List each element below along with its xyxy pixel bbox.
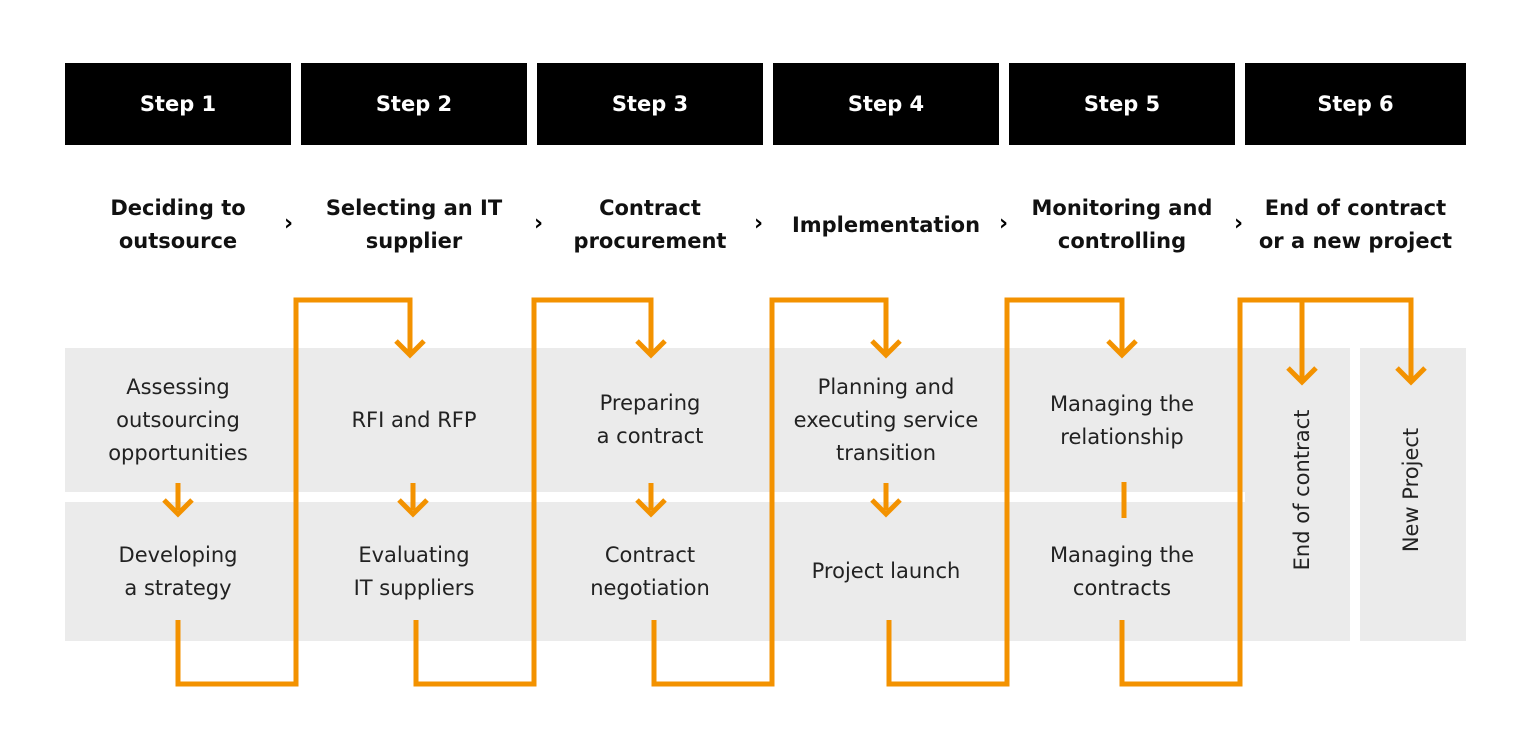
tasks-panel-bottom [65, 502, 1350, 641]
arrow-down-icon [1395, 366, 1427, 386]
flow-connector-1-2 [175, 297, 413, 687]
step-4-task-bottom: Project launch [811, 559, 961, 583]
step-5-header: Step 5 [1009, 63, 1235, 145]
flow-connector-2-3 [413, 297, 654, 687]
arrow-down-icon [1286, 366, 1318, 386]
step-3-header: Step 3 [537, 63, 763, 145]
chevron-right-icon: › [284, 211, 294, 236]
chevron-right-icon: › [534, 211, 544, 236]
arrow-down-icon [1106, 339, 1138, 359]
flow-connector-5-6 [1119, 297, 1414, 687]
chevron-right-icon: › [754, 211, 764, 236]
arrow-down-icon [635, 498, 667, 518]
step-6-new-panel [1360, 348, 1466, 641]
arrow-down-icon [870, 339, 902, 359]
flow-connector-3-4 [651, 297, 889, 687]
step-2-header: Step 2 [301, 63, 527, 145]
arrow-down-icon [397, 498, 429, 518]
step-4-header: Step 4 [773, 63, 999, 145]
tasks-panel-top [65, 348, 1350, 492]
chevron-right-icon: › [1234, 211, 1244, 236]
arrow-down-icon [162, 498, 194, 518]
step-1-header: Step 1 [65, 63, 291, 145]
arrow-down-icon [870, 498, 902, 518]
flow-connector-4-5 [886, 297, 1125, 687]
step-2-task-top: RFI and RFP [351, 407, 477, 432]
chevron-right-icon: › [999, 211, 1009, 236]
end-of-contract-label: End of contract [1290, 409, 1314, 571]
step-6-end-panel [1245, 348, 1350, 641]
step-6-header: Step 6 [1245, 63, 1466, 145]
arrow-down-icon [635, 339, 667, 359]
arrow-down-icon [394, 339, 426, 359]
new-project-label: New Project [1399, 427, 1423, 553]
step-4-title: Implementation [791, 212, 981, 237]
